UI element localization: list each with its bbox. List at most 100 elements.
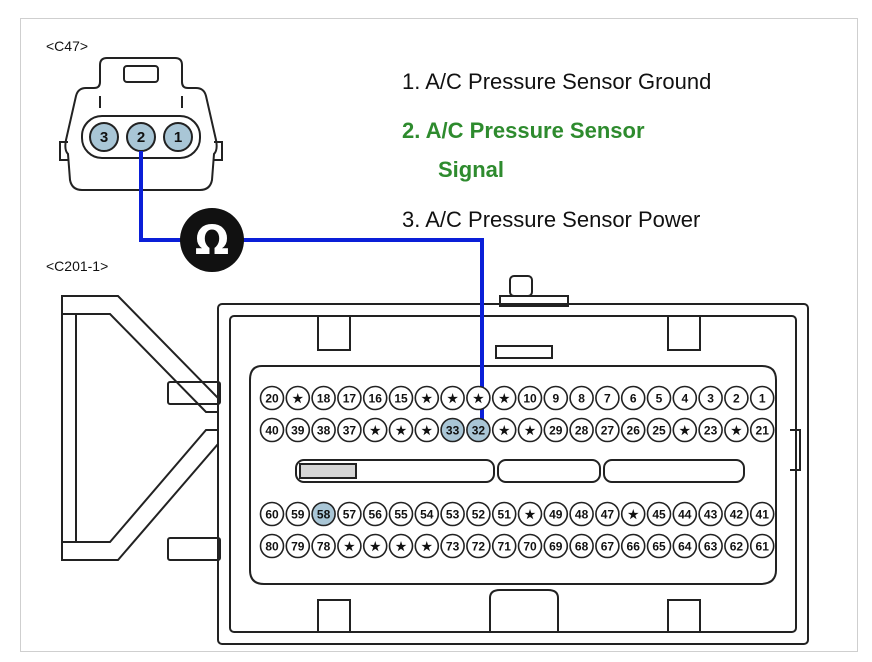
c201-pin [414,533,440,559]
c201-pin [749,417,775,443]
c201-pin [259,501,285,527]
c201-pin-label: 71 [498,540,512,554]
c201-pin-label: 5 [656,392,663,406]
c201-pin [337,385,362,411]
c201-pin [724,385,749,411]
c201-pin [517,417,543,443]
c201-pin [569,533,594,559]
c201-pin [440,417,465,443]
c201-pin-label: ★ [344,540,355,554]
c201-pin [466,501,491,527]
c201-pin-label: ★ [731,424,742,438]
c201-pin-label: 64 [678,540,692,554]
c201-pin-label: 68 [575,540,589,554]
c201-pin [698,501,723,527]
c201-pin [388,385,414,411]
c201-pin [440,501,465,527]
c201-pin [285,501,311,527]
c201-pin-label: ★ [525,424,536,438]
c201-pin-label: 33 [446,424,460,438]
c47-pin-3-label: 3 [100,129,108,146]
c201-pin-label: 73 [446,540,460,554]
c201-pin [569,501,594,527]
c201-pin-label: 60 [265,508,279,522]
c201-pin-label: 2 [733,392,740,406]
c201-pin-label: 7 [604,392,611,406]
c201-pin [543,417,569,443]
c201-pin [388,501,414,527]
c201-pin-label: 8 [578,392,585,406]
c201-pin [595,417,620,443]
c201-pin-label: 6 [630,392,637,406]
c201-pin [414,417,440,443]
c201-pin [517,533,543,559]
c201-pin-label: ★ [370,424,381,438]
c201-pin-label: 69 [549,540,563,554]
c201-pin-label: 58 [317,508,331,522]
c201-pin-label: 38 [317,424,331,438]
c201-pin [595,533,620,559]
c201-pin [311,385,336,411]
c201-pin-label: 43 [704,508,718,522]
c201-pin-label: 49 [549,508,563,522]
c201-pin-label: ★ [421,424,432,438]
c201-pin-label: 29 [549,424,563,438]
c201-pin [749,385,775,411]
c201-pin [620,385,646,411]
legend-item-signal-line1: 2. A/C Pressure Sensor [402,118,645,143]
c201-pin-label: ★ [628,508,639,522]
c201-pin [672,501,698,527]
c201-pin-label: 47 [601,508,615,522]
c201-pin-label: 79 [291,540,305,554]
c201-pin [620,533,646,559]
c201-pin-label: 42 [730,508,744,522]
c201-pin-label: 59 [291,508,305,522]
c201-pin-label: ★ [292,392,303,406]
c201-pin [698,417,723,443]
legend-item-signal-line2: Signal [438,157,505,182]
c201-pin-label: 32 [472,424,486,438]
c201-pin [517,385,543,411]
diagram-frame [20,18,858,652]
c201-pin [491,533,517,559]
legend-item-power: 3. A/C Pressure Sensor Power [402,207,701,232]
c201-pin-label: ★ [396,424,407,438]
c201-pin-label: ★ [447,392,458,406]
c201-pin [285,385,311,411]
c201-pin [517,501,543,527]
c201-pin [337,533,362,559]
c201-pin [285,533,311,559]
c201-pin [388,533,414,559]
c201-pin [311,533,336,559]
c47-pin-1 [163,122,193,152]
c201-pin [672,385,698,411]
c201-pin-label: 16 [369,392,383,406]
c201-pin [491,385,517,411]
c201-pin [698,533,723,559]
c201-pin-label: 54 [420,508,434,522]
c201-pin-label: 72 [472,540,486,554]
c47-connector-label: <C47> [46,38,89,54]
ohm-meter-icon [180,208,244,272]
c201-connector [217,275,809,645]
c201-pin [569,417,594,443]
c201-pin [620,417,646,443]
c201-pin [466,385,491,411]
c201-pin [543,385,569,411]
c201-pin-label: 53 [446,508,460,522]
c201-pin [311,501,336,527]
c201-pin [620,501,646,527]
c201-pin [543,501,569,527]
c201-pin-label: 4 [681,392,688,406]
c201-pin [646,385,672,411]
c201-pin-label: 15 [394,392,408,406]
c201-pin [337,417,362,443]
c201-pin-label: 41 [756,508,770,522]
c201-pin-label: 52 [472,508,486,522]
c201-pin-label: 51 [498,508,512,522]
c201-pin-label: 9 [552,392,559,406]
c201-pin-label: 44 [678,508,692,522]
c201-pin-label: 48 [575,508,589,522]
c201-pin-label: 27 [601,424,615,438]
c201-pin-label: 39 [291,424,305,438]
